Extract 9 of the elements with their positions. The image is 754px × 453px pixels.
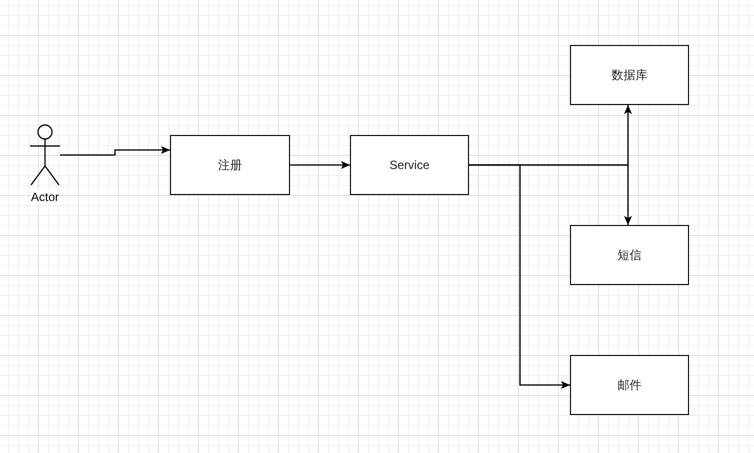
process-box: Service [350,135,469,195]
arrow [60,146,170,156]
arrow [290,161,350,169]
arrow [469,164,570,389]
process-box: 邮件 [570,355,689,415]
process-box: 注册 [170,135,290,195]
actor-label: Actor [30,190,59,205]
process-box: 数据库 [570,45,689,105]
process-box: 短信 [570,225,689,285]
